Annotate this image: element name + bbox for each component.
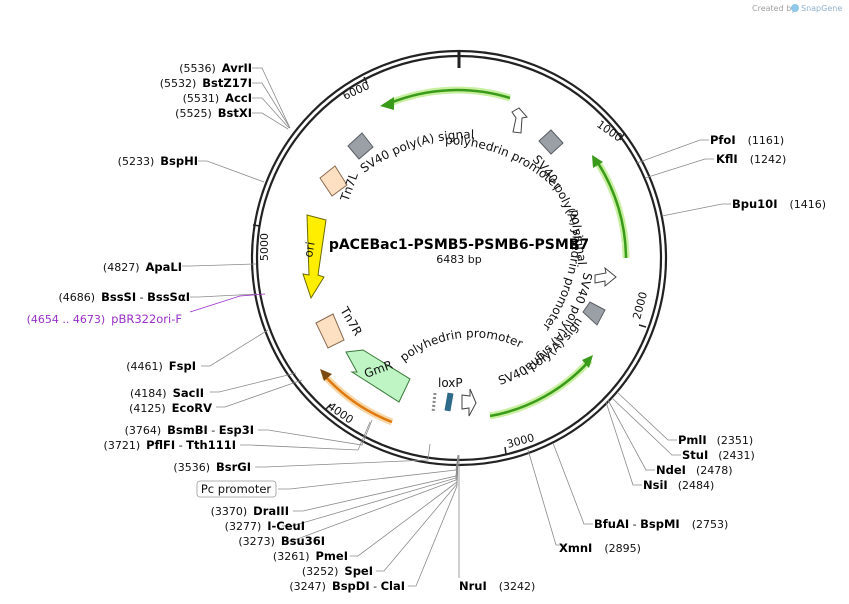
tick-label-3000: 3000 — [505, 431, 535, 451]
site-bsu36i[interactable]: (3273)Bsu36I — [238, 534, 325, 548]
site-ecorv[interactable]: (4125)EcoRV — [129, 401, 212, 415]
gmr-feature — [345, 349, 411, 403]
loxp-feature — [444, 392, 454, 412]
site-pmli[interactable]: PmlI(2351) — [678, 433, 753, 447]
tn7r-feature — [315, 313, 345, 349]
site-stui[interactable]: StuI(2431) — [682, 448, 755, 462]
pc-promoter-box — [196, 480, 277, 498]
site-bspdi[interactable]: (3247)BspDI - ClaI — [289, 579, 405, 593]
tick-label-2000: 2000 — [630, 290, 650, 320]
site-bfuai[interactable]: BfuAI - BspMI(2753) — [594, 517, 728, 531]
snapgene-logo-icon — [791, 4, 799, 12]
ori-label: ori — [301, 241, 317, 259]
loxp-label: loxP — [438, 376, 463, 390]
site-bsssi[interactable]: (4686)BssSI - BssSαI — [59, 290, 191, 304]
site-bstz17i[interactable]: (5532)BstZ17I — [160, 76, 252, 90]
credit-brand: SnapGene — [801, 4, 842, 13]
site-avrii[interactable]: (5536)AvrII — [179, 61, 252, 75]
cds-arrow-orange — [320, 369, 394, 426]
promoter-arrow-2 — [594, 266, 617, 288]
tick-label-6000: 6000 — [341, 79, 372, 103]
site-bsphi[interactable]: (5233)BspHI — [118, 154, 198, 168]
cds-arrow-top — [380, 86, 512, 110]
site-nrui[interactable]: NruI(3242) — [459, 579, 535, 593]
ruler-ticks — [252, 76, 647, 455]
site-fspi[interactable]: (4461)FspI — [126, 359, 196, 373]
site-ndei[interactable]: NdeI(2478) — [656, 463, 733, 477]
site-spei[interactable]: (3252)SpeI — [302, 564, 373, 578]
plasmid-length: 6483 bp — [436, 253, 481, 266]
leader-lines — [182, 67, 731, 587]
site-nsii[interactable]: NsiI(2484) — [643, 478, 714, 492]
site-pfoi[interactable]: PfoI(1161) — [710, 133, 784, 147]
site-pflfi[interactable]: (3721)PflFI - Tth111I — [104, 438, 236, 452]
polya-box-1 — [347, 132, 374, 160]
tn7l-feature — [319, 165, 348, 197]
site-iceui[interactable]: (3277)I-CeuI — [225, 519, 305, 533]
site-pmei[interactable]: (3261)PmeI — [273, 549, 348, 563]
pc-promoter-label[interactable]: Pc promoter — [201, 482, 272, 496]
site-bstxi[interactable]: (5525)BstXI — [175, 106, 252, 120]
site-apali[interactable]: (4827)ApaLI — [103, 260, 182, 274]
site-bsrgi[interactable]: (3536)BsrGI — [173, 460, 251, 474]
site-bsmbi[interactable]: (3764)BsmBI - Esp3I — [125, 423, 254, 437]
site-sacii[interactable]: (4184)SacII — [130, 386, 204, 400]
site-bpu10i[interactable]: Bpu10I(1416) — [732, 197, 826, 211]
feature-pbr322ori-f[interactable]: (4654 .. 4673)pBR322ori-F — [27, 312, 182, 326]
promoter-arrow-3 — [461, 388, 477, 417]
site-xmni[interactable]: XmnI(2895) — [559, 541, 641, 555]
plasmid-name: pACEBac1-PSMB5-PSMB6-PSMB7 — [329, 237, 589, 253]
small-primer-feature — [431, 392, 437, 414]
promoter-arrow-1 — [511, 107, 528, 134]
cds-arrow-bottom-right — [489, 355, 593, 420]
polya-box-3 — [582, 301, 606, 326]
tick-label-5000: 5000 — [258, 233, 271, 261]
cds-arrow-right — [592, 155, 630, 259]
site-draiii[interactable]: (3370)DraIII — [211, 504, 289, 518]
polyhedrin-label-3: polyhedrin promoter — [397, 326, 525, 364]
credit-prefix: Created by — [752, 4, 796, 13]
site-acci[interactable]: (5531)AccI — [183, 91, 252, 105]
site-kfli[interactable]: KflI(1242) — [716, 152, 786, 166]
polya-box-2 — [538, 129, 564, 155]
ori-feature — [302, 214, 327, 300]
